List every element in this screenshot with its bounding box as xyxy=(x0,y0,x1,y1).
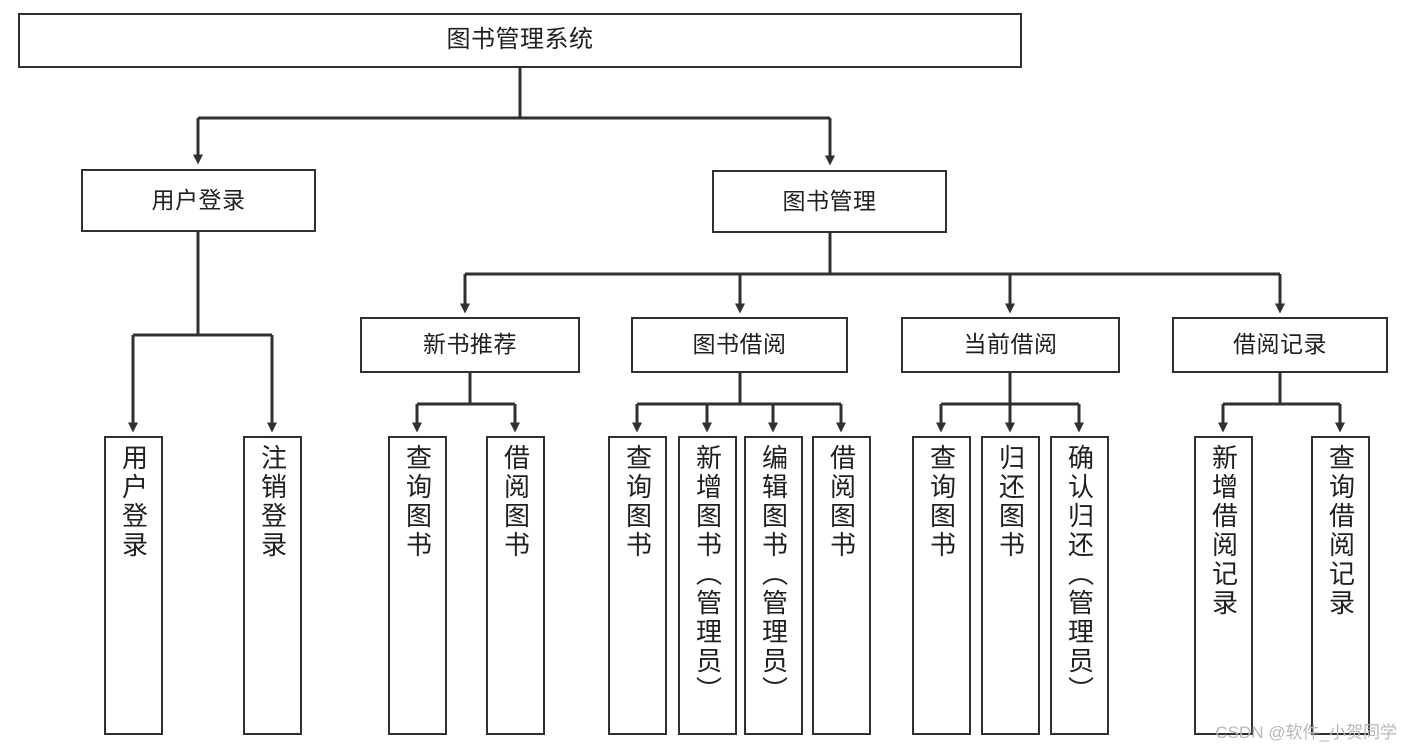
node-leaf-return-book[interactable]: 归还图书 xyxy=(981,436,1040,735)
node-leaf-borrow-book-2[interactable]: 借阅图书 xyxy=(812,436,871,735)
node-leaf-add-record-label: 新增借阅记录 xyxy=(1208,444,1239,618)
node-leaf-query-record[interactable]: 查询借阅记录 xyxy=(1311,436,1370,735)
node-leaf-edit-book[interactable]: 编辑图书（管理员） xyxy=(744,436,803,735)
node-leaf-query-book-1-label: 查询图书 xyxy=(402,444,433,560)
node-leaf-add-book[interactable]: 新增图书（管理员） xyxy=(678,436,737,735)
node-leaf-return-book-label: 归还图书 xyxy=(995,444,1026,560)
node-book-manage[interactable]: 图书管理 xyxy=(712,170,947,233)
node-leaf-query-book-2-label: 查询图书 xyxy=(622,444,653,560)
node-user-login-label: 用户登录 xyxy=(151,186,246,213)
node-user-login[interactable]: 用户登录 xyxy=(81,169,316,232)
node-leaf-add-book-label: 新增图书（管理员） xyxy=(692,444,723,705)
node-leaf-user-login-label: 用户登录 xyxy=(118,444,149,560)
node-leaf-query-book-3[interactable]: 查询图书 xyxy=(912,436,971,735)
node-leaf-borrow-book-2-label: 借阅图书 xyxy=(826,444,857,560)
node-leaf-query-book-3-label: 查询图书 xyxy=(926,444,957,560)
node-leaf-query-book-2[interactable]: 查询图书 xyxy=(608,436,667,735)
node-leaf-logout-label: 注销登录 xyxy=(257,444,288,560)
node-leaf-confirm-return[interactable]: 确认归还（管理员） xyxy=(1050,436,1109,735)
node-book-borrow[interactable]: 图书借阅 xyxy=(631,317,848,373)
node-leaf-logout[interactable]: 注销登录 xyxy=(243,436,302,735)
node-leaf-add-record[interactable]: 新增借阅记录 xyxy=(1194,436,1253,735)
node-current-borrow-label: 当前借阅 xyxy=(963,331,1058,358)
node-current-borrow[interactable]: 当前借阅 xyxy=(901,317,1120,373)
node-leaf-borrow-book-1[interactable]: 借阅图书 xyxy=(486,436,545,735)
node-new-book-rec[interactable]: 新书推荐 xyxy=(360,317,580,373)
node-leaf-confirm-return-label: 确认归还（管理员） xyxy=(1064,444,1095,705)
node-borrow-record-label: 借阅记录 xyxy=(1233,331,1327,358)
node-borrow-record[interactable]: 借阅记录 xyxy=(1172,317,1388,373)
node-root[interactable]: 图书管理系统 xyxy=(18,13,1022,68)
node-new-book-rec-label: 新书推荐 xyxy=(423,331,517,358)
node-leaf-borrow-book-1-label: 借阅图书 xyxy=(500,444,531,560)
node-root-label: 图书管理系统 xyxy=(446,26,594,54)
node-book-manage-label: 图书管理 xyxy=(782,187,877,214)
node-leaf-query-record-label: 查询借阅记录 xyxy=(1325,444,1356,618)
node-leaf-query-book-1[interactable]: 查询图书 xyxy=(388,436,447,735)
node-book-borrow-label: 图书借阅 xyxy=(692,331,787,358)
node-leaf-edit-book-label: 编辑图书（管理员） xyxy=(758,444,789,705)
watermark-text: CSDN @软件_小贺同学 xyxy=(1215,723,1397,742)
node-leaf-user-login[interactable]: 用户登录 xyxy=(104,436,163,735)
